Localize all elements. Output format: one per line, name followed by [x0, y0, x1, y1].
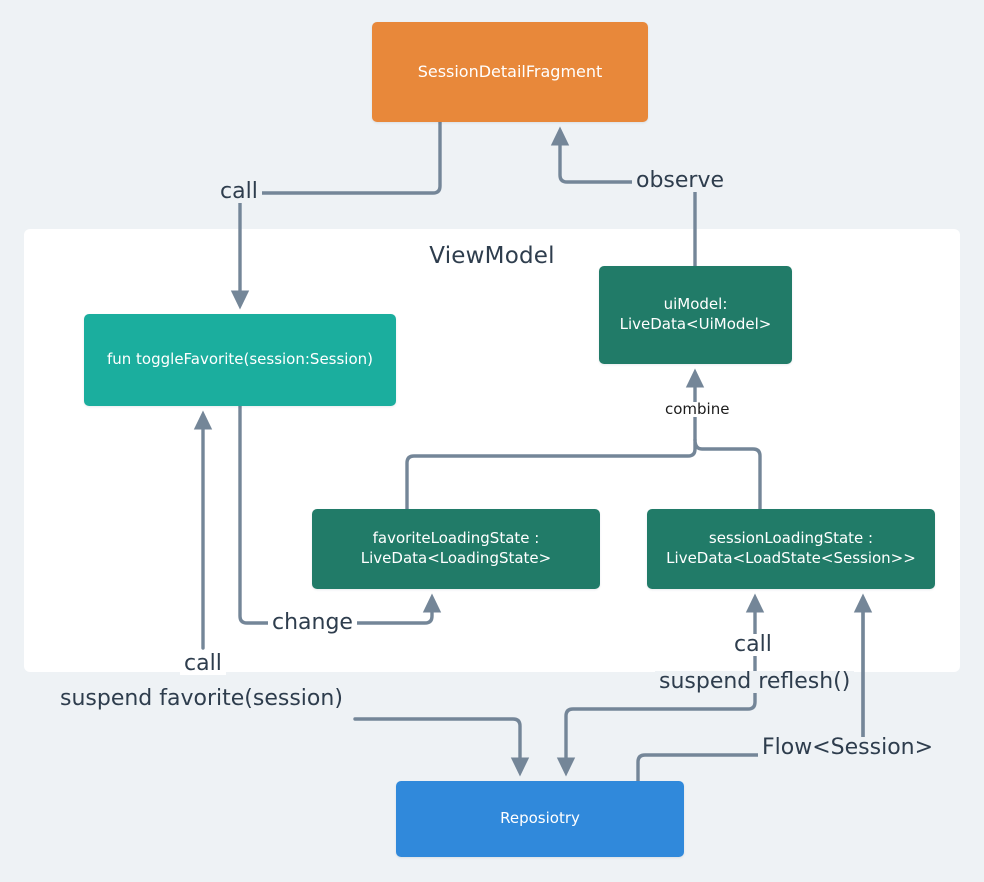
edge-label-suspend-reflesh: suspend reflesh() [655, 671, 855, 693]
edge-label-call-left: call [180, 653, 226, 675]
node-uimodel-text: uiModel: LiveData<UiModel> [620, 295, 772, 335]
edge-label-change: change [268, 612, 357, 634]
edge-label-observe: observe [632, 170, 729, 192]
node-uimodel-line1: uiModel: [663, 295, 728, 314]
node-session-detail-fragment[interactable]: SessionDetailFragment [372, 22, 648, 122]
node-favorite-loading-state[interactable]: favoriteLoadingState : LiveData<LoadingS… [312, 509, 600, 589]
node-favorite-loading-state-text: favoriteLoadingState : LiveData<LoadingS… [361, 529, 551, 569]
node-toggle-favorite[interactable]: fun toggleFavorite(session:Session) [84, 314, 396, 406]
node-uimodel[interactable]: uiModel: LiveData<UiModel> [599, 266, 792, 364]
edge-label-call-right: call [730, 634, 776, 656]
edge-label-call-top: call [216, 181, 262, 203]
node-session-loading-state-line1: sessionLoadingState : [708, 529, 874, 548]
node-uimodel-line2: LiveData<UiModel> [619, 315, 772, 333]
node-session-loading-state-line2: LiveData<LoadState<Session>> [666, 549, 916, 567]
edge-label-flow-session: Flow<Session> [758, 737, 938, 759]
node-repository[interactable]: Reposiotry [396, 781, 684, 857]
node-toggle-favorite-label: fun toggleFavorite(session:Session) [106, 350, 373, 369]
edge-label-combine: combine [661, 402, 734, 417]
node-session-loading-state-text: sessionLoadingState : LiveData<LoadState… [666, 529, 916, 569]
edge-suspend-favorite-to-repository [353, 717, 530, 777]
edge-label-suspend-favorite: suspend favorite(session) [56, 688, 347, 710]
viewmodel-panel-title: ViewModel [429, 243, 555, 269]
node-session-loading-state[interactable]: sessionLoadingState : LiveData<LoadState… [647, 509, 935, 589]
node-repository-label: Reposiotry [500, 809, 580, 828]
node-session-detail-fragment-label: SessionDetailFragment [417, 62, 603, 82]
node-favorite-loading-state-line1: favoriteLoadingState : [372, 529, 540, 548]
node-favorite-loading-state-line2: LiveData<LoadingState> [360, 549, 552, 567]
viewmodel-panel [24, 229, 960, 672]
